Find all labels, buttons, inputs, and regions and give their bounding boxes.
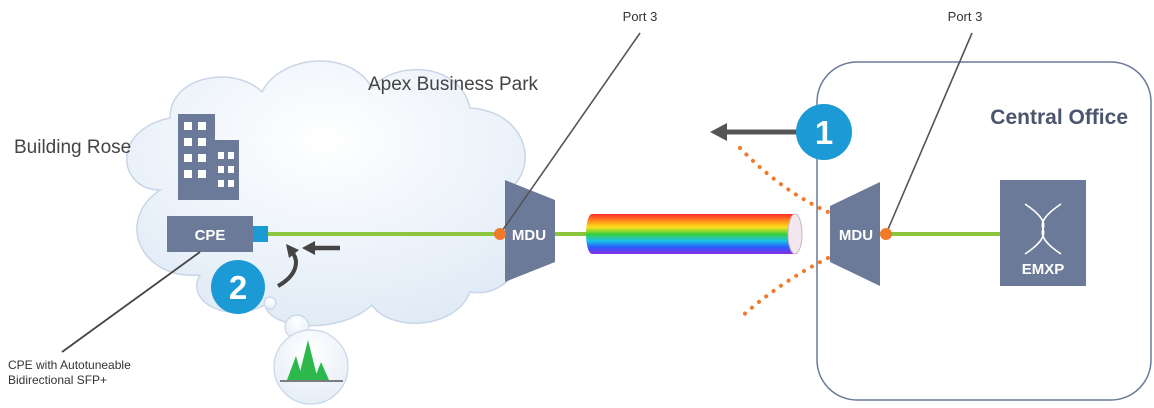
step-1-badge <box>796 104 852 160</box>
emission-arc-bottom <box>738 256 830 320</box>
cpe-callout-line <box>61 251 201 353</box>
emxp-label: EMXP <box>1022 261 1065 278</box>
building-icon <box>178 114 239 200</box>
spectrum-peaks-icon <box>280 340 343 382</box>
sfp-module <box>253 226 268 242</box>
step-1-number: 1 <box>815 114 833 151</box>
port-right-dot <box>880 228 892 240</box>
thought-bubble-small <box>263 296 277 310</box>
mdu-left-label: MDU <box>512 227 546 244</box>
port-left-label: Port 3 <box>623 9 658 24</box>
mdu-right-label: MDU <box>839 227 873 244</box>
arrow-left-small <box>302 241 340 255</box>
emission-arc-top <box>738 146 830 214</box>
port-left-callout-line <box>499 32 641 235</box>
park-label: Apex Business Park <box>368 74 539 95</box>
step-2-number: 2 <box>229 269 247 306</box>
central-office-label: Central Office <box>990 106 1128 129</box>
cpe-note-line2: Bidirectional SFP+ <box>8 373 107 387</box>
building-label: Building Rose <box>14 137 131 158</box>
curved-return-arrow <box>276 244 299 288</box>
port-right-label: Port 3 <box>948 9 983 24</box>
central-office-box <box>816 61 1152 401</box>
step-2-badge <box>211 260 265 314</box>
port-left-dot <box>494 228 506 240</box>
mdu-left-shape <box>505 180 555 282</box>
cpe-note-line1: CPE with Autotuneable <box>8 358 131 372</box>
cross-connect-icon <box>1024 203 1062 255</box>
cpe-box <box>167 216 253 252</box>
wdm-fiber-cable <box>586 213 803 255</box>
arrow-left-top <box>710 123 797 141</box>
mdu-right-shape <box>830 182 880 286</box>
port-right-callout-line <box>885 32 973 235</box>
cpe-label: CPE <box>195 227 226 244</box>
